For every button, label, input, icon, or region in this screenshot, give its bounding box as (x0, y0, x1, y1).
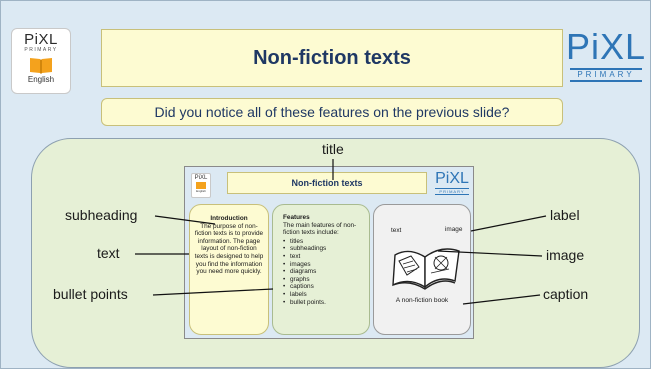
picture-text-label: text (391, 227, 402, 234)
annotation-caption: caption (543, 286, 589, 302)
intro-box: Introduction The purpose of non-fiction … (189, 204, 269, 335)
mini-pixl-english-logo: PiXL English (191, 173, 211, 198)
pixl-english-logo: PiXL PRIMARY English (11, 28, 71, 94)
logo-sub: PRIMARY (570, 68, 642, 82)
intro-body: The purpose of non-fiction texts is to p… (194, 222, 264, 276)
picture-image-label: image (445, 226, 463, 233)
list-item: diagrams (283, 268, 364, 276)
book-icon (196, 182, 206, 189)
annotation-label: label (550, 207, 580, 223)
annotation-image: image (546, 247, 585, 263)
list-item: captions (283, 283, 364, 291)
list-item: images (283, 261, 364, 269)
title-banner: Non-fiction texts (101, 29, 563, 87)
page-title: Non-fiction texts (253, 46, 411, 69)
list-item: graphs (283, 276, 364, 284)
features-heading: Features (283, 214, 310, 221)
mini-logo-word: PiXL (194, 175, 208, 181)
example-slide-thumbnail: PiXL English Non-fiction texts PiXL PRIM… (184, 166, 474, 339)
logo-sub: PRIMARY (24, 47, 58, 53)
annotation-text: text (97, 245, 120, 261)
open-book-icon (392, 248, 460, 290)
mini-pixl-primary-logo: PiXL PRIMARY (433, 170, 471, 198)
logo-word: PiXL (24, 31, 58, 48)
pixl-primary-logo: PiXL PRIMARY (566, 27, 646, 87)
book-icon (29, 56, 53, 74)
list-item: titles (283, 238, 364, 246)
mini-logo-word: PiXL (435, 170, 469, 187)
list-item: subheadings (283, 245, 364, 253)
logo-caption: English (27, 75, 55, 84)
annotation-title: title (322, 141, 344, 157)
list-item: bullet points. (283, 299, 364, 307)
picture-box: text image A non-fiction book (373, 204, 471, 335)
list-item: text (283, 253, 364, 261)
question-banner: Did you notice all of these features on … (101, 98, 563, 126)
list-item: labels (283, 291, 364, 299)
features-lead: The main features of non-fiction texts i… (283, 221, 357, 237)
annotation-subheading: subheading (65, 207, 138, 223)
logo-word: PiXL (566, 26, 647, 67)
features-box: Features The main features of non-fictio… (272, 204, 370, 335)
picture-caption: A non-fiction book (395, 297, 449, 304)
mini-logo-caption: English (196, 189, 206, 193)
annotation-bullet-points: bullet points (53, 286, 128, 302)
mini-page-title: Non-fiction texts (227, 172, 427, 194)
intro-heading: Introduction (210, 215, 248, 222)
features-list: titles subheadings text images diagrams … (283, 238, 364, 306)
mini-logo-sub: PRIMARY (435, 188, 469, 195)
